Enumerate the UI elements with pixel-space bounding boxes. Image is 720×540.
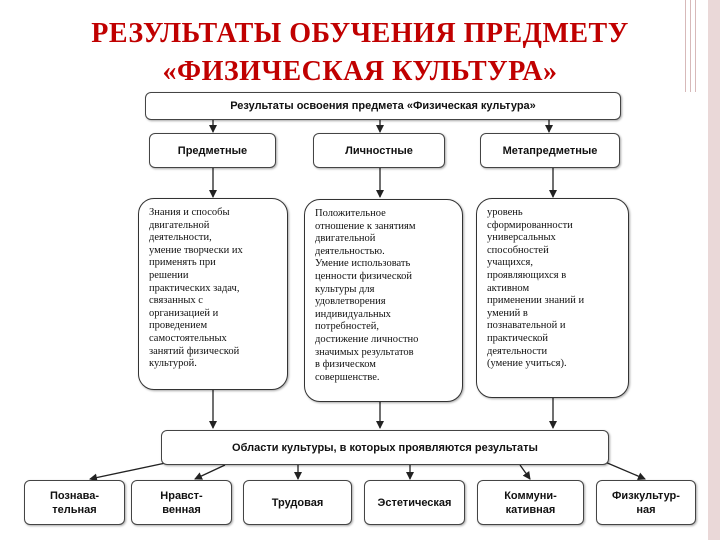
decor-side-bar [708, 0, 720, 540]
arrow-areas-to-moral [194, 464, 226, 480]
description-personal-box: Положительное отношение к занятиям двига… [304, 199, 463, 402]
area-communicative-box: Коммуни- кативная [477, 480, 584, 525]
area-labor-box: Трудовая [243, 480, 352, 525]
area-aesthetic-box: Эстетическая [364, 480, 465, 525]
area-cognitive-box: Познава- тельная [24, 480, 125, 525]
results-top-box: Результаты освоения предмета «Физическая… [145, 92, 621, 120]
description-subject-box: Знания и способы двигательной деятельнос… [138, 198, 288, 390]
arrow-areas-to-physical [604, 461, 646, 480]
arrow-areas-to-cognitive [89, 460, 176, 482]
culture-areas-box: Области культуры, в которых проявляются … [161, 430, 609, 465]
page-title-line-1: РЕЗУЛЬТАТЫ ОБУЧЕНИЯ ПРЕДМЕТУ [91, 18, 629, 49]
category-personal-box: Личностные [313, 133, 445, 168]
area-physical-box: Физкультур- ная [596, 480, 696, 525]
decor-line-3 [695, 0, 696, 92]
description-meta-box: уровень сформированности универсальных с… [476, 198, 629, 398]
arrow-areas-to-communicative [519, 464, 531, 480]
decor-line-1 [685, 0, 686, 92]
category-meta-box: Метапредметные [480, 133, 620, 168]
category-subject-box: Предметные [149, 133, 276, 168]
page-title-line-2: «ФИЗИЧЕСКАЯ КУЛЬТУРА» [162, 56, 558, 87]
area-moral-box: Нравст- венная [131, 480, 232, 525]
decor-line-2 [690, 0, 691, 92]
